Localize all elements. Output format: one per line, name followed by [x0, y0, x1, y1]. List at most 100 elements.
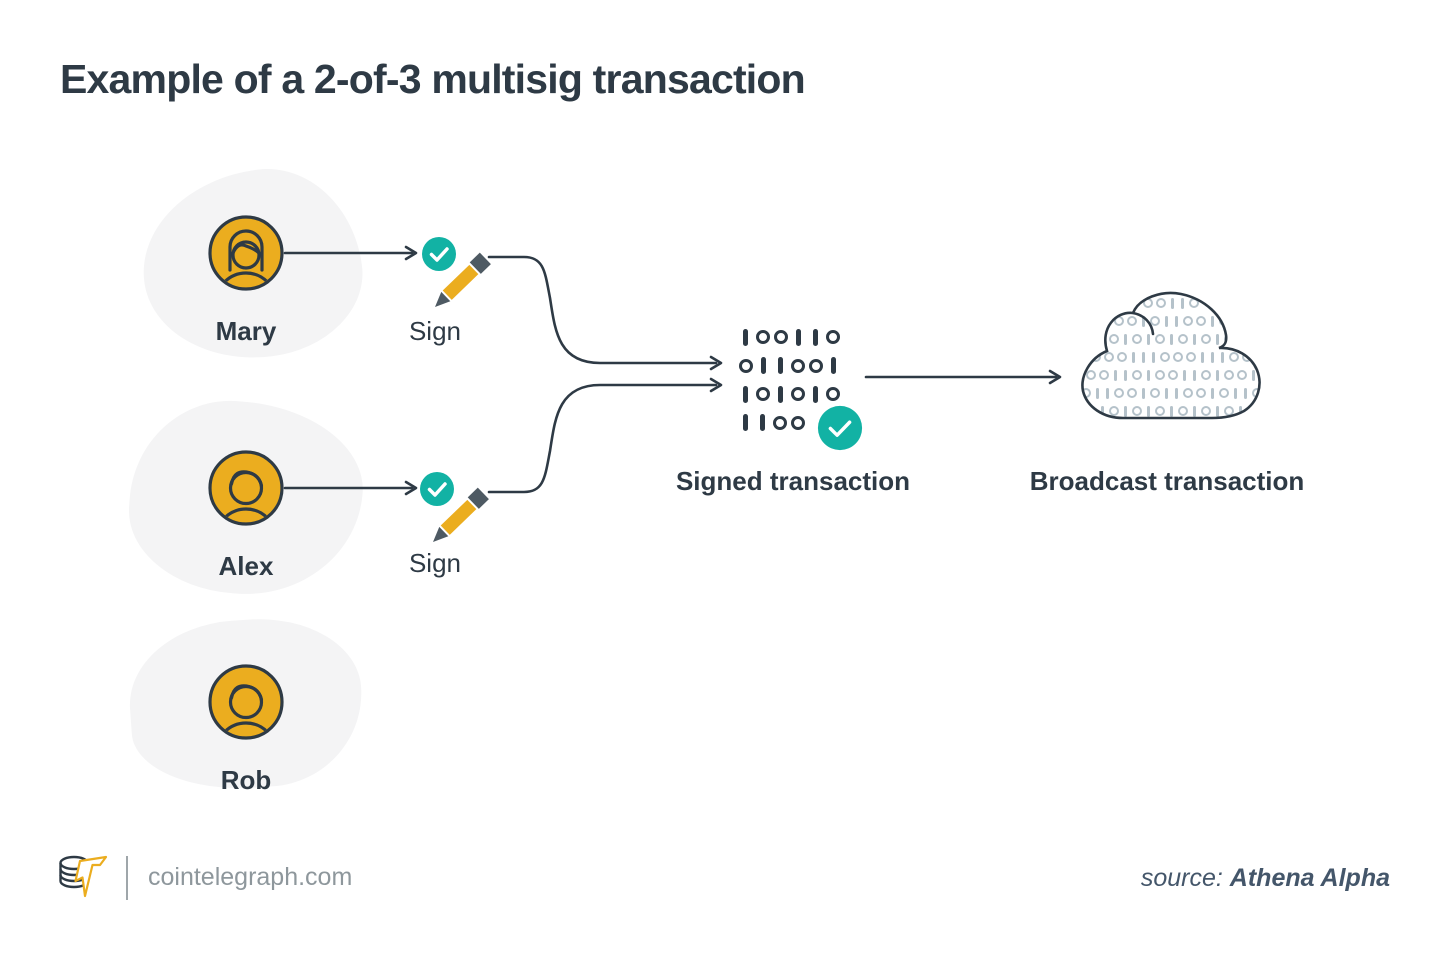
- cloud-outline: [1081, 291, 1261, 420]
- bit-1: [743, 385, 748, 403]
- bit-1: [1216, 370, 1219, 381]
- binary-row: [1076, 387, 1266, 399]
- binary-row: [739, 323, 840, 352]
- bit-0: [1132, 406, 1142, 416]
- bit-0: [1132, 334, 1142, 344]
- bit-0: [1201, 370, 1211, 380]
- bit-0: [774, 330, 788, 345]
- bit-0: [1237, 370, 1247, 380]
- bit-0: [809, 358, 823, 373]
- bit-1: [1132, 352, 1135, 363]
- bit-1: [1101, 406, 1104, 417]
- bit-0: [1229, 352, 1239, 362]
- bit-0: [791, 415, 805, 430]
- male-avatar-icon: [208, 450, 284, 526]
- page-title: Example of a 2-of-3 multisig transaction: [60, 56, 806, 102]
- bit-1: [1171, 298, 1174, 309]
- bit-1: [743, 414, 748, 432]
- bit-1: [1175, 388, 1178, 399]
- bit-1: [813, 328, 818, 346]
- bit-0: [1196, 388, 1206, 398]
- participant-name: Mary: [215, 316, 277, 346]
- bit-1: [1165, 316, 1168, 327]
- source-prefix: source:: [1140, 864, 1223, 892]
- bit-1: [1147, 334, 1150, 345]
- bit-0: [756, 387, 770, 402]
- bit-0: [1109, 334, 1119, 344]
- bit-1: [1244, 388, 1247, 399]
- bit-1: [1252, 370, 1255, 381]
- bit-0: [1178, 334, 1188, 344]
- bit-0: [1196, 316, 1206, 326]
- signed-check-icon: [817, 405, 863, 451]
- footer-site-text: cointelegraph.com: [148, 863, 353, 891]
- bit-0: [791, 358, 805, 373]
- bit-1: [1147, 406, 1150, 417]
- source-name: Athena Alpha: [1229, 864, 1390, 892]
- footer-source-text: source: Athena Alpha: [1141, 864, 1390, 893]
- bit-1: [1201, 352, 1204, 363]
- bit-0: [1183, 316, 1193, 326]
- bit-1: [1221, 352, 1224, 363]
- bit-0: [1201, 406, 1211, 416]
- bit-0: [1160, 352, 1170, 362]
- bit-1: [760, 414, 765, 432]
- binary-row: [739, 380, 840, 409]
- bit-0: [1155, 370, 1165, 380]
- bit-1: [1193, 334, 1196, 345]
- cointelegraph-logo: [59, 855, 108, 898]
- bit-1: [1211, 352, 1214, 363]
- bit-1: [1152, 352, 1155, 363]
- bit-1: [1193, 370, 1196, 381]
- bit-0: [1086, 370, 1096, 380]
- sign-pencil-check-icon: [420, 472, 489, 542]
- bit-0: [1183, 388, 1193, 398]
- bit-0: [1168, 370, 1178, 380]
- binary-row: [739, 409, 840, 438]
- signed-transaction-label: Signed transaction: [675, 466, 911, 496]
- binary-row: [739, 352, 840, 381]
- broadcast-cloud-icon: [1076, 290, 1266, 422]
- bit-1: [1193, 406, 1196, 417]
- binary-row: [1076, 405, 1266, 417]
- bit-1: [1124, 406, 1127, 417]
- bit-0: [1155, 334, 1165, 344]
- bit-1: [831, 357, 836, 375]
- bit-0: [1178, 406, 1188, 416]
- bit-0: [1114, 388, 1124, 398]
- bit-1: [1096, 388, 1099, 399]
- bit-1: [1142, 388, 1145, 399]
- bit-1: [778, 357, 783, 375]
- bit-0: [1224, 406, 1234, 416]
- bit-0: [791, 387, 805, 402]
- participant-name: Alex: [218, 551, 274, 581]
- bit-0: [1155, 406, 1165, 416]
- female-avatar-icon: [208, 215, 284, 291]
- sign-action-label: Sign: [408, 316, 462, 346]
- binary-row: [1076, 315, 1266, 327]
- bit-0: [826, 330, 840, 345]
- bit-0: [1224, 370, 1234, 380]
- bit-0: [1156, 298, 1166, 308]
- bit-0: [1104, 352, 1114, 362]
- sign-pencil-check-icon: [422, 237, 491, 307]
- broadcast-transaction-label: Broadcast transaction: [1029, 466, 1305, 496]
- bit-1: [1175, 316, 1178, 327]
- bit-0: [1117, 352, 1127, 362]
- bit-1: [813, 385, 818, 403]
- bit-0: [739, 358, 753, 373]
- bit-1: [1142, 352, 1145, 363]
- bit-1: [1211, 316, 1214, 327]
- bit-1: [1170, 334, 1173, 345]
- bit-0: [756, 330, 770, 345]
- bit-0: [826, 387, 840, 402]
- bit-1: [1216, 334, 1219, 345]
- bit-0: [1127, 388, 1137, 398]
- footer-divider: [126, 856, 128, 900]
- bit-1: [1170, 406, 1173, 417]
- sign-action-label: Sign: [408, 548, 462, 578]
- bit-0: [1186, 352, 1196, 362]
- bit-1: [1183, 370, 1186, 381]
- bit-1: [1147, 370, 1150, 381]
- bit-0: [1173, 352, 1183, 362]
